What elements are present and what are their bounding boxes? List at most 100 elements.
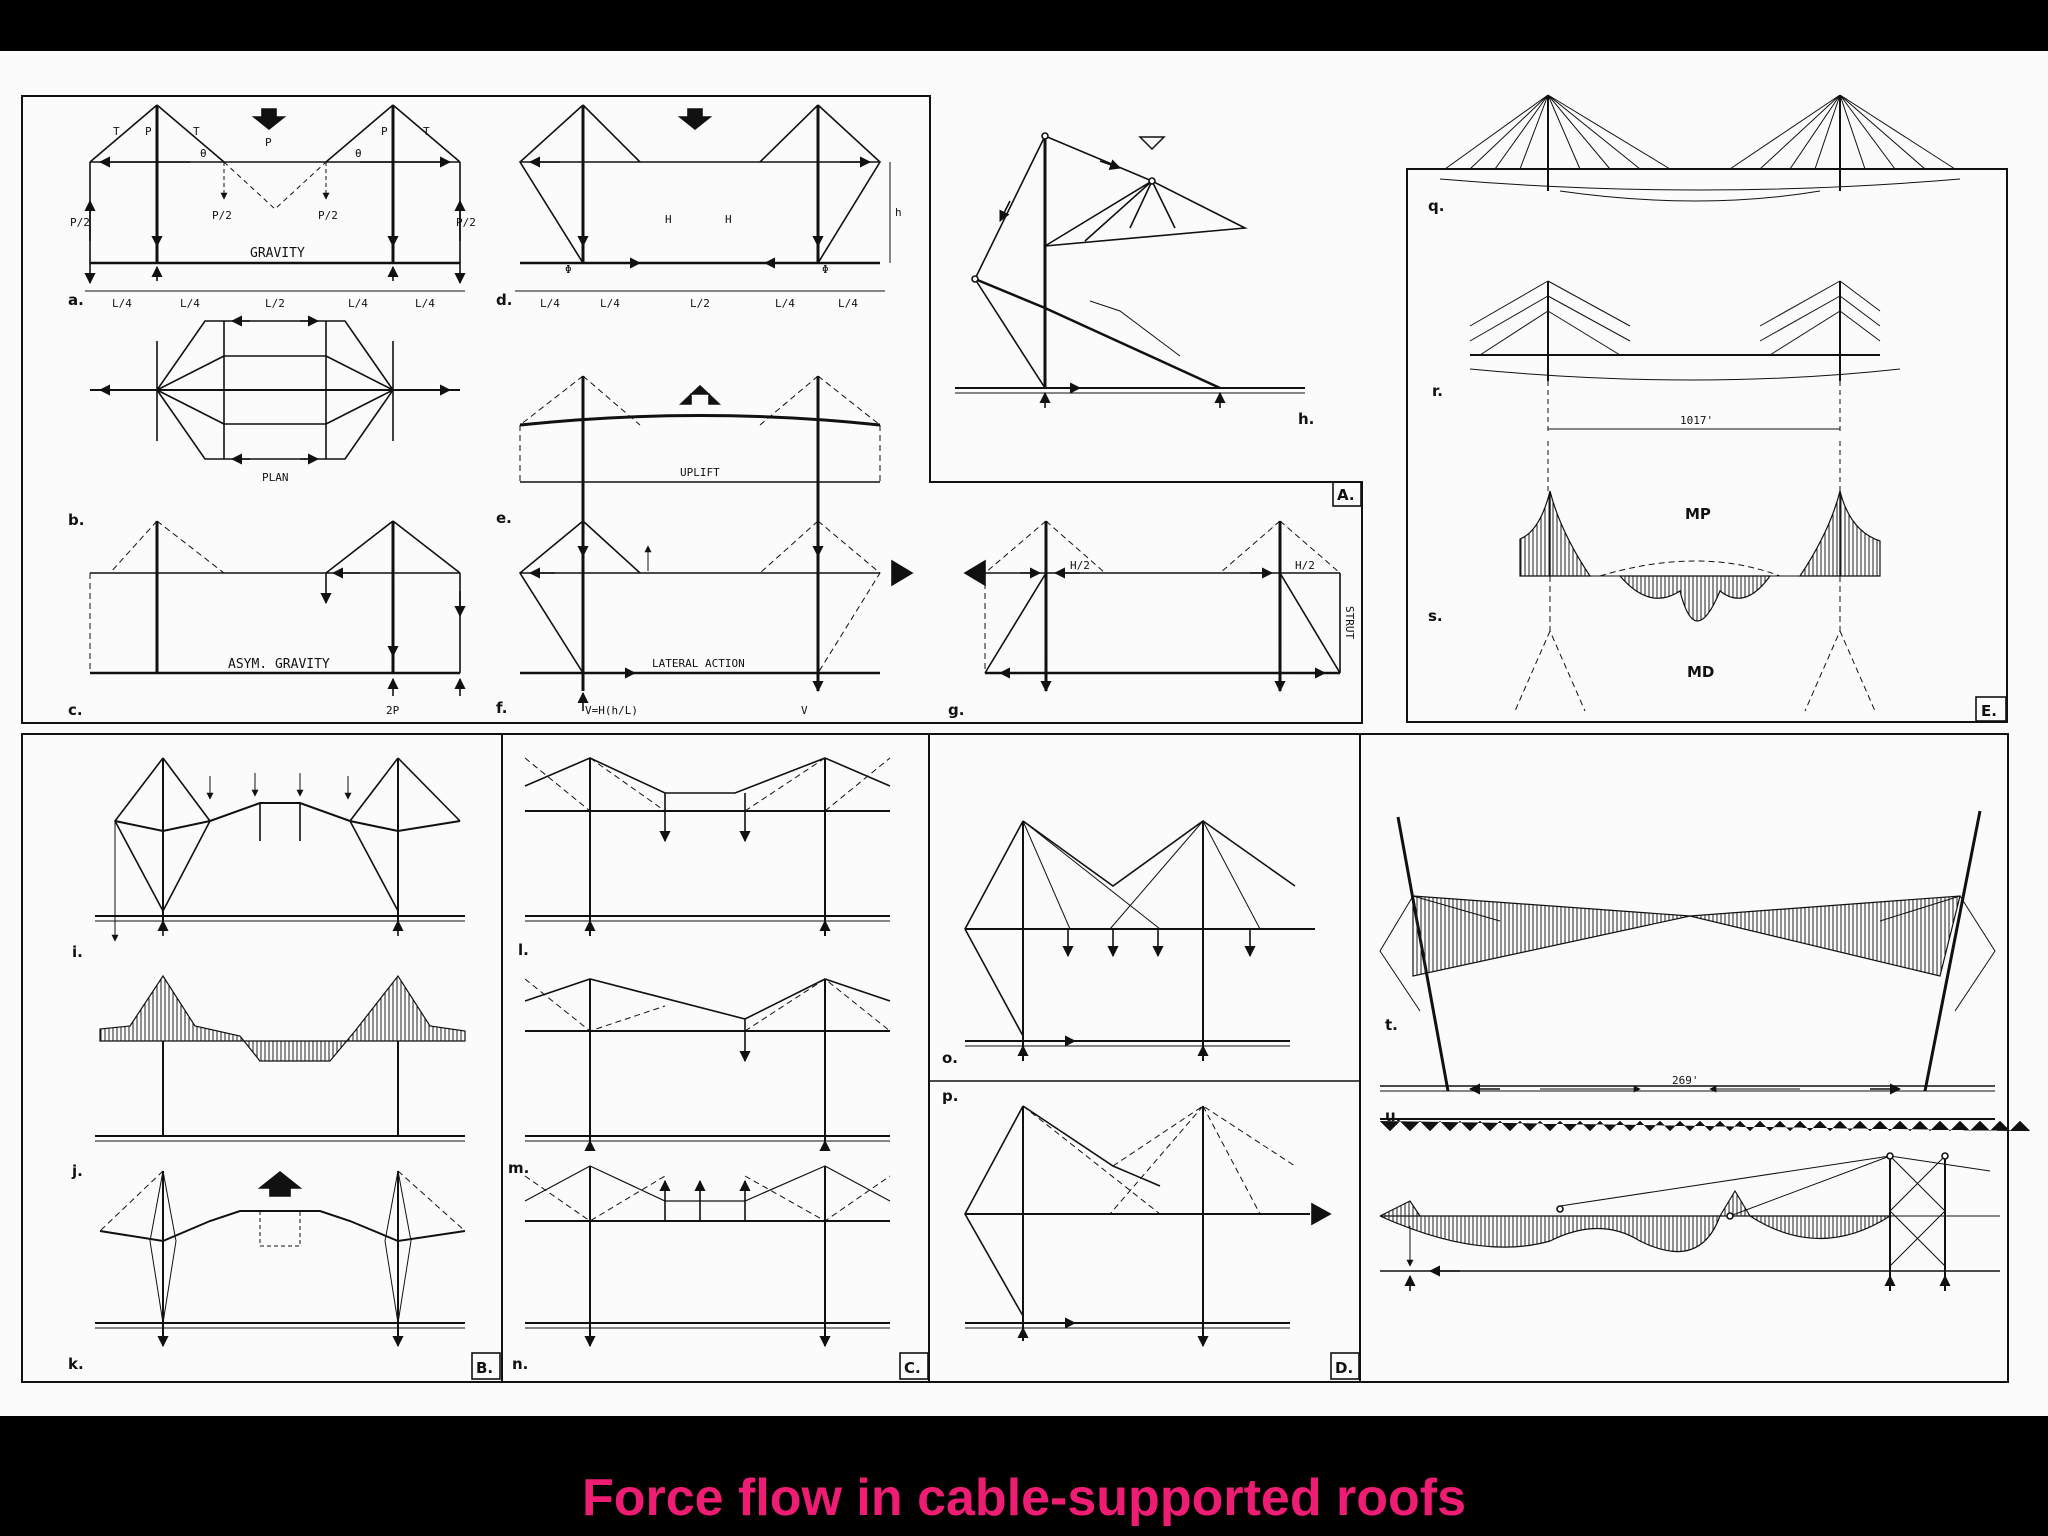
label-a-P-right: P — [381, 125, 388, 138]
diagram-p — [964, 1105, 1332, 1348]
panel-frame-E-tag — [1975, 696, 2007, 722]
panel-label-B: B. — [476, 1359, 493, 1377]
sublabel-e: e. — [496, 509, 512, 527]
diagram-c — [89, 520, 466, 696]
panel-label-D: D. — [1335, 1359, 1353, 1377]
diagram-l — [524, 757, 891, 936]
caption-bar — [0, 1416, 2048, 1536]
label-a-P2-mid1: P/2 — [212, 209, 232, 222]
diagram-n — [524, 1165, 891, 1348]
label-a-P2-right: P/2 — [456, 216, 476, 229]
sublabel-h: h. — [1298, 410, 1314, 428]
diagram-b-plan — [90, 315, 460, 465]
diagram-i — [95, 757, 465, 942]
sublabel-f: f. — [496, 699, 507, 717]
sublabel-d: d. — [496, 291, 512, 309]
sublabel-l: l. — [518, 941, 529, 959]
label-g-H2-right: H/2 — [1295, 559, 1315, 572]
label-strut: STRUT — [1343, 606, 1356, 639]
panel-frame-C — [501, 733, 930, 1383]
diagram-m — [524, 978, 891, 1152]
sublabel-g: g. — [948, 701, 964, 719]
diagram-k — [95, 1170, 466, 1348]
label-a-T-left: T — [113, 125, 120, 138]
label-f-V: V — [801, 704, 808, 717]
label-moment-d: MD — [1687, 663, 1714, 681]
label-a-T-right: T — [423, 125, 430, 138]
panel-label-C: C. — [904, 1359, 921, 1377]
sublabel-s: s. — [1428, 607, 1443, 625]
label-d-L4-1: L/4 — [540, 297, 560, 310]
label-d-h: h — [895, 206, 902, 219]
label-g-H2-left: H/2 — [1070, 559, 1090, 572]
diagram-d — [515, 104, 891, 292]
sublabel-m: m. — [508, 1159, 529, 1177]
diagram-q — [1439, 94, 1961, 202]
diagram-u — [1379, 1152, 2000, 1291]
label-a-L4-3: L/4 — [348, 297, 368, 310]
diagram-g — [963, 520, 1341, 693]
panel-frame-B-tag — [471, 1352, 501, 1380]
label-uplift: UPLIFT — [680, 466, 720, 479]
label-a-T-mid: T — [193, 125, 200, 138]
label-a-L4-2: L/4 — [180, 297, 200, 310]
label-asym-gravity: ASYM. GRAVITY — [228, 657, 330, 672]
label-a-P2-mid2: P/2 — [318, 209, 338, 222]
panel-frame-E — [1406, 168, 2008, 723]
label-d-L4-3: L/4 — [775, 297, 795, 310]
sublabel-i: i. — [72, 943, 83, 961]
diagram-j — [95, 974, 466, 1142]
panel-label-A: A. — [1337, 486, 1355, 504]
label-d-H-right: H — [725, 213, 732, 226]
label-f-vhl: V=H(h/L) — [585, 704, 638, 717]
label-a-L2: L/2 — [265, 297, 285, 310]
label-a-theta-right: θ — [355, 147, 362, 160]
label-d-phi-left: Φ — [565, 263, 572, 276]
sublabel-j: j. — [71, 1162, 83, 1180]
top-black-bar — [0, 0, 2048, 51]
sublabel-r: r. — [1432, 382, 1443, 400]
label-lateral-action: LATERAL ACTION — [652, 657, 745, 670]
diagram-a — [84, 104, 466, 292]
label-plan: PLAN — [262, 471, 289, 484]
label-a-L4-4: L/4 — [415, 297, 435, 310]
label-d-H-left: H — [665, 213, 672, 226]
caption-title: Force flow in cable-supported roofs — [581, 1469, 1467, 1527]
sublabel-a: a. — [68, 291, 84, 309]
sublabel-c: c. — [68, 701, 83, 719]
label-a-P-top: P — [265, 136, 272, 149]
diagram-s — [1514, 441, 1881, 712]
label-moment-p: MP — [1685, 505, 1711, 523]
label-d-L4-2: L/4 — [600, 297, 620, 310]
diagram-t — [1379, 810, 2031, 1132]
panel-frame-A-tag — [1332, 481, 1362, 507]
label-a-P-left: P — [145, 125, 152, 138]
sublabel-u: u. — [1385, 1107, 1401, 1125]
label-d-L2: L/2 — [690, 297, 710, 310]
label-span-269: 269' — [1672, 1074, 1699, 1087]
diagram-f — [518, 520, 914, 711]
label-a-theta-left: θ — [200, 147, 207, 160]
sublabel-t: t. — [1385, 1016, 1398, 1034]
diagram-r — [1469, 280, 1901, 431]
sublabel-q: q. — [1428, 197, 1444, 215]
label-a-P2-left: P/2 — [70, 216, 90, 229]
diagram-o — [964, 820, 1315, 1061]
panel-frame-D — [928, 733, 1361, 1383]
label-span-1017: 1017' — [1680, 414, 1713, 427]
label-c-2P: 2P — [386, 704, 400, 717]
label-d-phi-right: Φ — [822, 263, 829, 276]
sublabel-n: n. — [512, 1355, 528, 1373]
sublabel-b: b. — [68, 511, 84, 529]
panel-frame-t-u — [1359, 733, 2009, 1383]
diagram-h — [955, 132, 1305, 408]
panel-label-E: E. — [1981, 702, 1997, 720]
label-d-L4-4: L/4 — [838, 297, 858, 310]
panel-frame-A — [21, 95, 1363, 724]
sublabel-o: o. — [942, 1049, 958, 1067]
label-a-L4-1: L/4 — [112, 297, 132, 310]
label-gravity: GRAVITY — [250, 246, 305, 261]
sublabel-p: p. — [942, 1087, 958, 1105]
sublabel-k: k. — [68, 1355, 84, 1373]
force-flow-diagram: A. E. B. C. D. a. b. c. d. e. f. g. h. i… — [21, 94, 2031, 1383]
